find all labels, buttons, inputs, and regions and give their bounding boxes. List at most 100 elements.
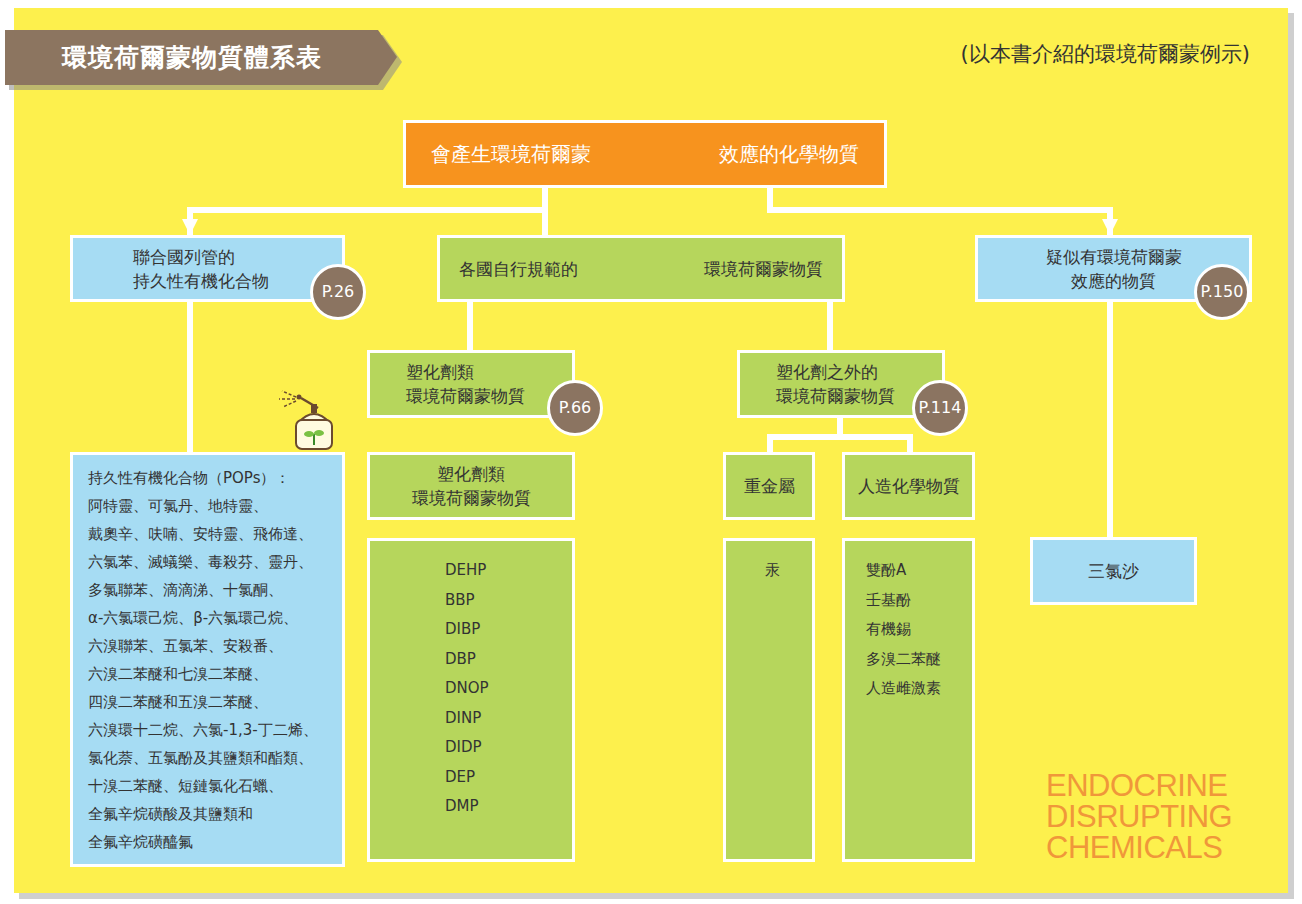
node-text: 聯合國列管的 持久性有機化合物 (133, 245, 283, 293)
text-run: 戴奧辛、呋喃、安特靈、飛佈達、 (88, 520, 313, 548)
node-text: 重金屬 (744, 474, 795, 498)
text-run: 阿特靈、可氯丹、地特靈、 (88, 492, 268, 520)
connector (827, 302, 833, 350)
node-text: DMP (445, 792, 479, 822)
text-run: 汞 (765, 556, 780, 586)
text-run: 持久性有機化合物 (133, 269, 269, 293)
text-run: 聯合國列管的 (133, 245, 235, 269)
group-box: 人造化學物質 (842, 452, 975, 520)
page-number: P.66 (559, 399, 592, 417)
text-run: 疑似有環境荷爾蒙 (1046, 245, 1182, 269)
node-text: 各國自行規範的 環境荷爾蒙物質 (459, 257, 822, 281)
watermark: ENDOCRINE DISRUPTING CHEMICALS (1046, 770, 1232, 863)
text-run: 氯化萘、五氯酚及其鹽類和酯類、 (88, 744, 313, 772)
subcategory-box: 塑化劑類 環境荷爾蒙物質P.66 (367, 350, 575, 418)
subcategory-box: 塑化劑類 環境荷爾蒙物質 (367, 452, 575, 520)
text-run: DISRUPTING (1046, 801, 1232, 832)
text-run: 人造雌激素 (866, 674, 941, 704)
text-run: 持久性有機化合物（POPs）： (88, 464, 290, 492)
text-run: DNOP (445, 674, 489, 704)
text-run: DIDP (445, 733, 482, 763)
node-text: BBP (445, 586, 475, 616)
node-text: DBP (445, 645, 476, 675)
title-banner (5, 30, 397, 85)
text-run: BBP (445, 586, 475, 616)
connector (770, 418, 840, 452)
text-run: 多氯聯苯、滴滴涕、十氯酮、 (88, 576, 283, 604)
node-text: DNOP (445, 674, 489, 704)
page-reference: P.66 (547, 380, 603, 436)
substance-box: 三氯沙 (1030, 537, 1197, 605)
text-run: 有機錫 (866, 615, 911, 645)
connector (190, 188, 545, 235)
text-run: (以本書介紹的環境荷爾蒙例示) (961, 40, 1250, 68)
text-run: 塑化劑類 (406, 360, 474, 384)
text-run: P.66 (559, 399, 592, 417)
node-text: 三氯沙 (1088, 559, 1139, 583)
text-run: 人造化學物質 (858, 474, 960, 498)
text-run: 三氯沙 (1088, 559, 1139, 583)
text-run: 六溴二苯醚和七溴二苯醚、 (88, 660, 268, 688)
text-run: DEP (445, 763, 475, 793)
node-text: 阿特靈、可氯丹、地特靈、 戴奧辛、呋喃、安特靈、飛佈達、 六氯苯、滅蟻樂、毒殺芬… (88, 492, 333, 856)
connector (542, 188, 548, 235)
text-run: 雙酚A (866, 556, 906, 586)
substance-list: DEHPBBPDIBPDBPDNOPDINPDIDPDEPDMP (367, 538, 575, 862)
text-run: DMP (445, 792, 479, 822)
node-text: DINP (445, 704, 481, 734)
text-run: 壬基酚 (866, 586, 911, 616)
text-run: 十溴二苯醚、短鏈氯化石蠟、 (88, 772, 283, 800)
text-run: 環境荷爾蒙物質 (406, 384, 525, 408)
caption: (以本書介紹的環境荷爾蒙例示) (961, 40, 1250, 68)
text-run: P.26 (322, 283, 355, 301)
text-run: 會產生環境荷爾蒙 (431, 141, 591, 167)
text-run: 環境荷爾蒙物質 (412, 486, 531, 510)
node-text: 汞 (765, 556, 780, 586)
text-run: 六氯苯、滅蟻樂、毒殺芬、靈丹、 (88, 548, 313, 576)
node-text: 會產生環境荷爾蒙 效應的化學物質 (431, 141, 859, 167)
text-run: P.114 (919, 399, 962, 417)
word-space (591, 142, 719, 166)
text-run: CHEMICALS (1046, 832, 1222, 863)
node-text: DIDP (445, 733, 482, 763)
node-text: DEHP (445, 556, 486, 586)
text-run: 六溴聯苯、五氯苯、安殺番、 (88, 632, 283, 660)
substance-list: 汞 (723, 538, 815, 862)
node-text: 人造化學物質 (858, 474, 960, 498)
substance-list: 雙酚A壬基酚有機錫多溴二苯醚人造雌激素 (842, 538, 975, 862)
text-run: 效應的物質 (1071, 269, 1156, 293)
text-run: 塑化劑之外的 (776, 360, 878, 384)
text-run: P.150 (1201, 283, 1244, 301)
yellow-panel (14, 8, 1288, 893)
connector (840, 418, 910, 452)
subcategory-box: 塑化劑之外的 環境荷爾蒙物質P.114 (737, 350, 945, 418)
page-reference: P.150 (1194, 264, 1250, 320)
text-run: α-六氯環己烷、β-六氯環己烷、 (88, 604, 298, 632)
category-box: 疑似有環境荷爾蒙 效應的物質 P.150 (975, 235, 1252, 302)
connector (187, 302, 193, 452)
sprayer-icon (279, 391, 332, 449)
category-box: 聯合國列管的 持久性有機化合物P.26 (70, 235, 345, 302)
text-run: 環境荷爾蒙物質體系表 (62, 41, 322, 74)
group-box: 重金屬 (723, 452, 815, 520)
node-text: 多溴二苯醚 (866, 645, 941, 675)
node-text: 壬基酚 (866, 586, 911, 616)
connector (1107, 302, 1113, 537)
node-text: 持久性有機化合物（POPs）： (88, 464, 290, 492)
node-text: 人造雌激素 (866, 674, 941, 704)
text-run: 四溴二苯醚和五溴二苯醚、 (88, 688, 268, 716)
text-run: DINP (445, 704, 481, 734)
text-run: DIBP (445, 615, 480, 645)
page-number: P.26 (322, 283, 355, 301)
text-run: DEHP (445, 556, 486, 586)
text-run: 重金屬 (744, 474, 795, 498)
text-run: 環境荷爾蒙物質 (776, 384, 895, 408)
node-text: 雙酚A (866, 556, 906, 586)
node-text: DIBP (445, 615, 480, 645)
text-run: 環境荷爾蒙物質 (704, 257, 823, 281)
substance-list: 持久性有機化合物（POPs）：阿特靈、可氯丹、地特靈、 戴奧辛、呋喃、安特靈、飛… (70, 452, 345, 867)
node-text: 塑化劑之外的 環境荷爾蒙物質 (776, 360, 906, 408)
connector (467, 302, 473, 350)
